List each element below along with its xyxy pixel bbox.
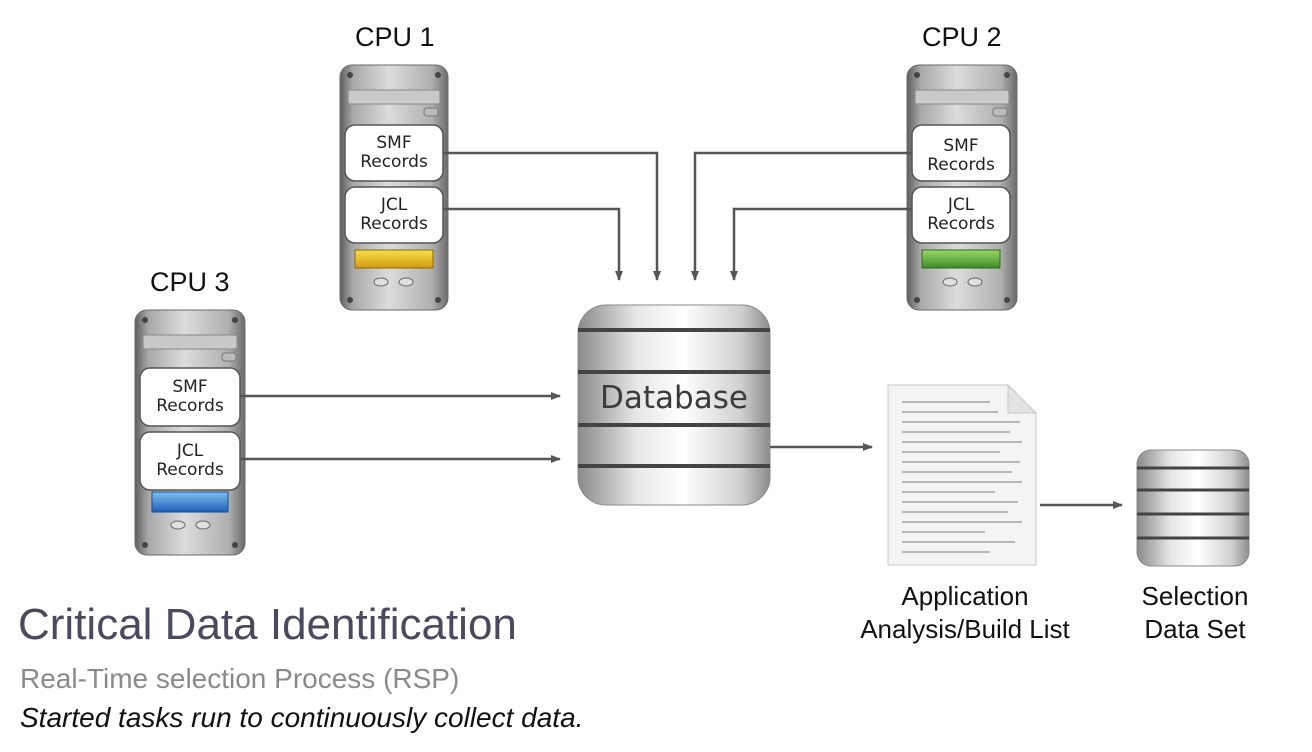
cpu-2-tower <box>906 64 1018 311</box>
page-subtitle: Real-Time selection Process (RSP) <box>20 663 460 694</box>
document-icon <box>887 383 1038 566</box>
page-note: Started tasks run to continuously collec… <box>20 702 584 733</box>
selection-caption: Selection Data Set <box>1141 581 1249 644</box>
page-title: Critical Data Identification <box>18 600 517 649</box>
cpu-3-label: CPU 3 <box>150 267 230 297</box>
arrow-cpu1-jcl-to-database <box>443 207 623 281</box>
cpu-2-label: CPU 2 <box>922 22 1002 52</box>
arrow-cpu2-jcl-to-database <box>730 207 912 281</box>
analysis-caption: Application Analysis/Build List <box>860 581 1070 644</box>
cpu-1-tower <box>339 64 449 311</box>
cpu-3-tower <box>134 309 246 556</box>
arrow-cpu2-smf-to-database <box>691 151 912 281</box>
selection-dataset-cylinder <box>1136 449 1250 567</box>
database-label: Database <box>600 380 748 416</box>
cpu-1-label: CPU 1 <box>355 22 435 52</box>
arrow-cpu1-smf-to-database <box>443 151 661 281</box>
database-cylinder <box>577 304 771 506</box>
